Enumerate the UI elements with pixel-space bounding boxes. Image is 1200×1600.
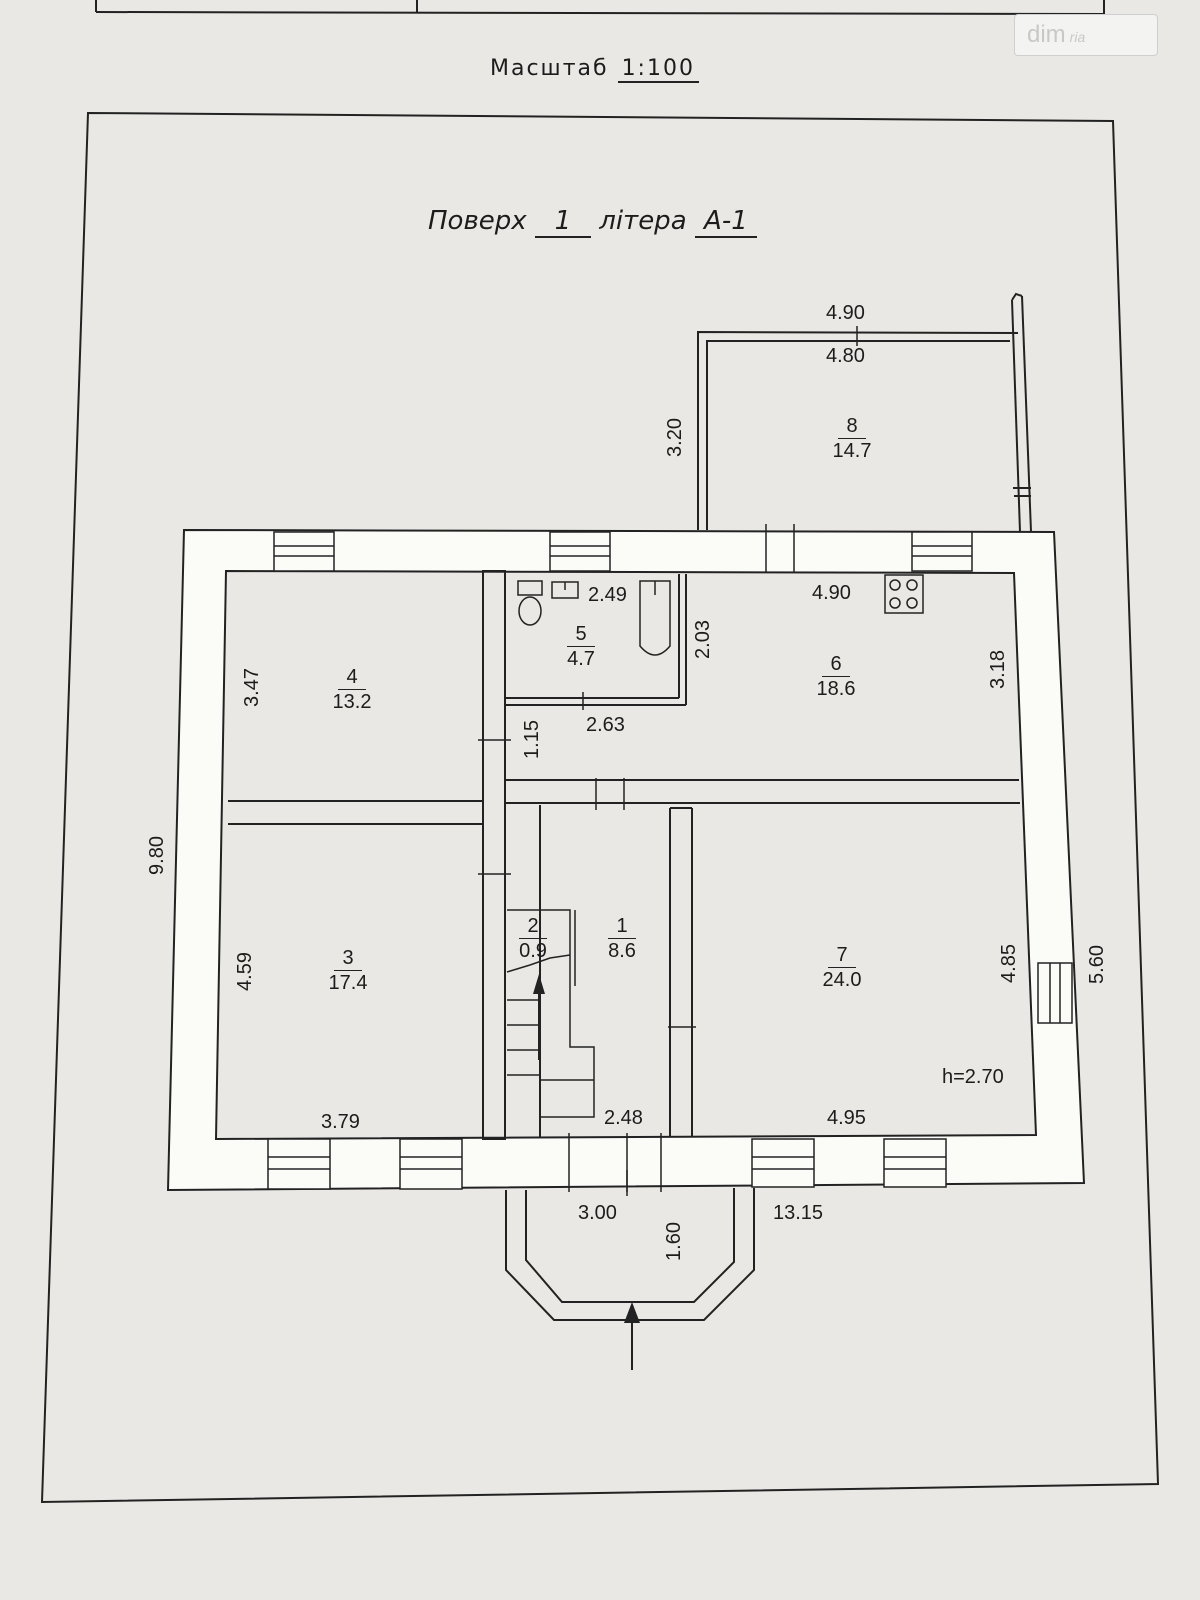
entrance-arrow bbox=[624, 1302, 640, 1370]
toilet-icon bbox=[517, 580, 543, 626]
room-8-label: 8 14.7 bbox=[812, 414, 892, 463]
interior-partitions bbox=[228, 570, 1020, 1140]
dim-room4-depth: 3.47 bbox=[240, 668, 263, 707]
dim-corridor-depth: 1.15 bbox=[520, 720, 543, 759]
room-number: 8 bbox=[838, 414, 866, 439]
bathtub-icon bbox=[639, 580, 671, 656]
porch bbox=[505, 1188, 755, 1321]
dim-room7-width: 4.95 bbox=[827, 1107, 866, 1129]
dim-corridor-width: 2.63 bbox=[586, 714, 625, 736]
room-area: 0.9 bbox=[519, 940, 547, 962]
scale-label: Масштаб bbox=[490, 56, 609, 81]
room-number: 7 bbox=[828, 943, 856, 968]
exterior-walls bbox=[166, 528, 1086, 1192]
sheet-frame bbox=[40, 111, 1160, 1504]
room-number: 6 bbox=[822, 652, 850, 677]
scale-caption: Масштаб 1:100 bbox=[490, 56, 699, 83]
room-6-label: 6 18.6 bbox=[796, 652, 876, 701]
room-4-label: 4 13.2 bbox=[312, 665, 392, 714]
room-2-label: 2 0.9 bbox=[493, 914, 573, 963]
stair-arrow bbox=[533, 974, 545, 1060]
dim-annex-inner-width: 4.80 bbox=[826, 345, 865, 367]
dim-kitchen-depth: 3.18 bbox=[986, 650, 1009, 689]
room-number: 3 bbox=[334, 946, 362, 971]
stove-icon bbox=[884, 574, 924, 614]
dim-porch-depth: 1.60 bbox=[662, 1222, 685, 1261]
staircase bbox=[506, 909, 595, 1118]
room-7-label: 7 24.0 bbox=[802, 943, 882, 992]
room-1-label: 1 8.6 bbox=[582, 914, 662, 963]
room-5-label: 5 4.7 bbox=[541, 622, 621, 671]
room-3-label: 3 17.4 bbox=[308, 946, 388, 995]
room-area: 17.4 bbox=[328, 972, 368, 994]
letter-word: літера bbox=[599, 206, 687, 236]
sink-icon bbox=[551, 581, 579, 599]
letter-value: А-1 bbox=[694, 206, 757, 238]
dim-room7-depth: 4.85 bbox=[997, 944, 1020, 983]
dim-bath-width: 2.49 bbox=[588, 584, 627, 606]
watermark-text: dim bbox=[1027, 21, 1066, 48]
dim-annex-outer-width: 4.90 bbox=[826, 302, 865, 324]
dim-overall-depth: 9.80 bbox=[145, 836, 168, 875]
dim-overall-width: 13.15 bbox=[773, 1202, 824, 1224]
annex-walls bbox=[697, 292, 1032, 533]
dim-porch-width: 3.00 bbox=[578, 1202, 617, 1224]
room-number: 2 bbox=[519, 914, 547, 939]
watermark-subtext: ria bbox=[1069, 29, 1086, 45]
room-area: 8.6 bbox=[608, 940, 636, 962]
room-number: 4 bbox=[338, 665, 366, 690]
dim-room3-depth: 4.59 bbox=[233, 952, 256, 991]
dim-annex-depth: 3.20 bbox=[663, 418, 686, 457]
dim-bath-depth: 2.03 bbox=[691, 620, 714, 659]
room-number: 5 bbox=[567, 622, 595, 647]
floor-value: 1 bbox=[534, 206, 591, 238]
floor-word: Поверх bbox=[428, 206, 527, 236]
top-form-border bbox=[95, 0, 1105, 15]
dim-room3-width: 3.79 bbox=[321, 1111, 360, 1133]
scale-value: 1:100 bbox=[617, 56, 699, 83]
room-number: 1 bbox=[608, 914, 636, 939]
dim-right-depth: 5.60 bbox=[1085, 945, 1108, 984]
door-openings bbox=[478, 524, 795, 1192]
room-area: 13.2 bbox=[332, 691, 372, 713]
floor-title: Поверх 1 літера А-1 bbox=[428, 206, 757, 238]
room-area: 24.0 bbox=[822, 969, 862, 991]
room-area: 14.7 bbox=[832, 440, 872, 462]
room-area: 4.7 bbox=[567, 648, 595, 670]
dimension-ticks bbox=[626, 326, 858, 1196]
dim-ceiling-height: h=2.70 bbox=[942, 1066, 1004, 1088]
windows bbox=[267, 531, 1073, 1190]
room-area: 18.6 bbox=[816, 678, 856, 700]
dim-hall-width: 2.48 bbox=[604, 1107, 643, 1129]
dim-kitchen-width: 4.90 bbox=[812, 582, 851, 604]
